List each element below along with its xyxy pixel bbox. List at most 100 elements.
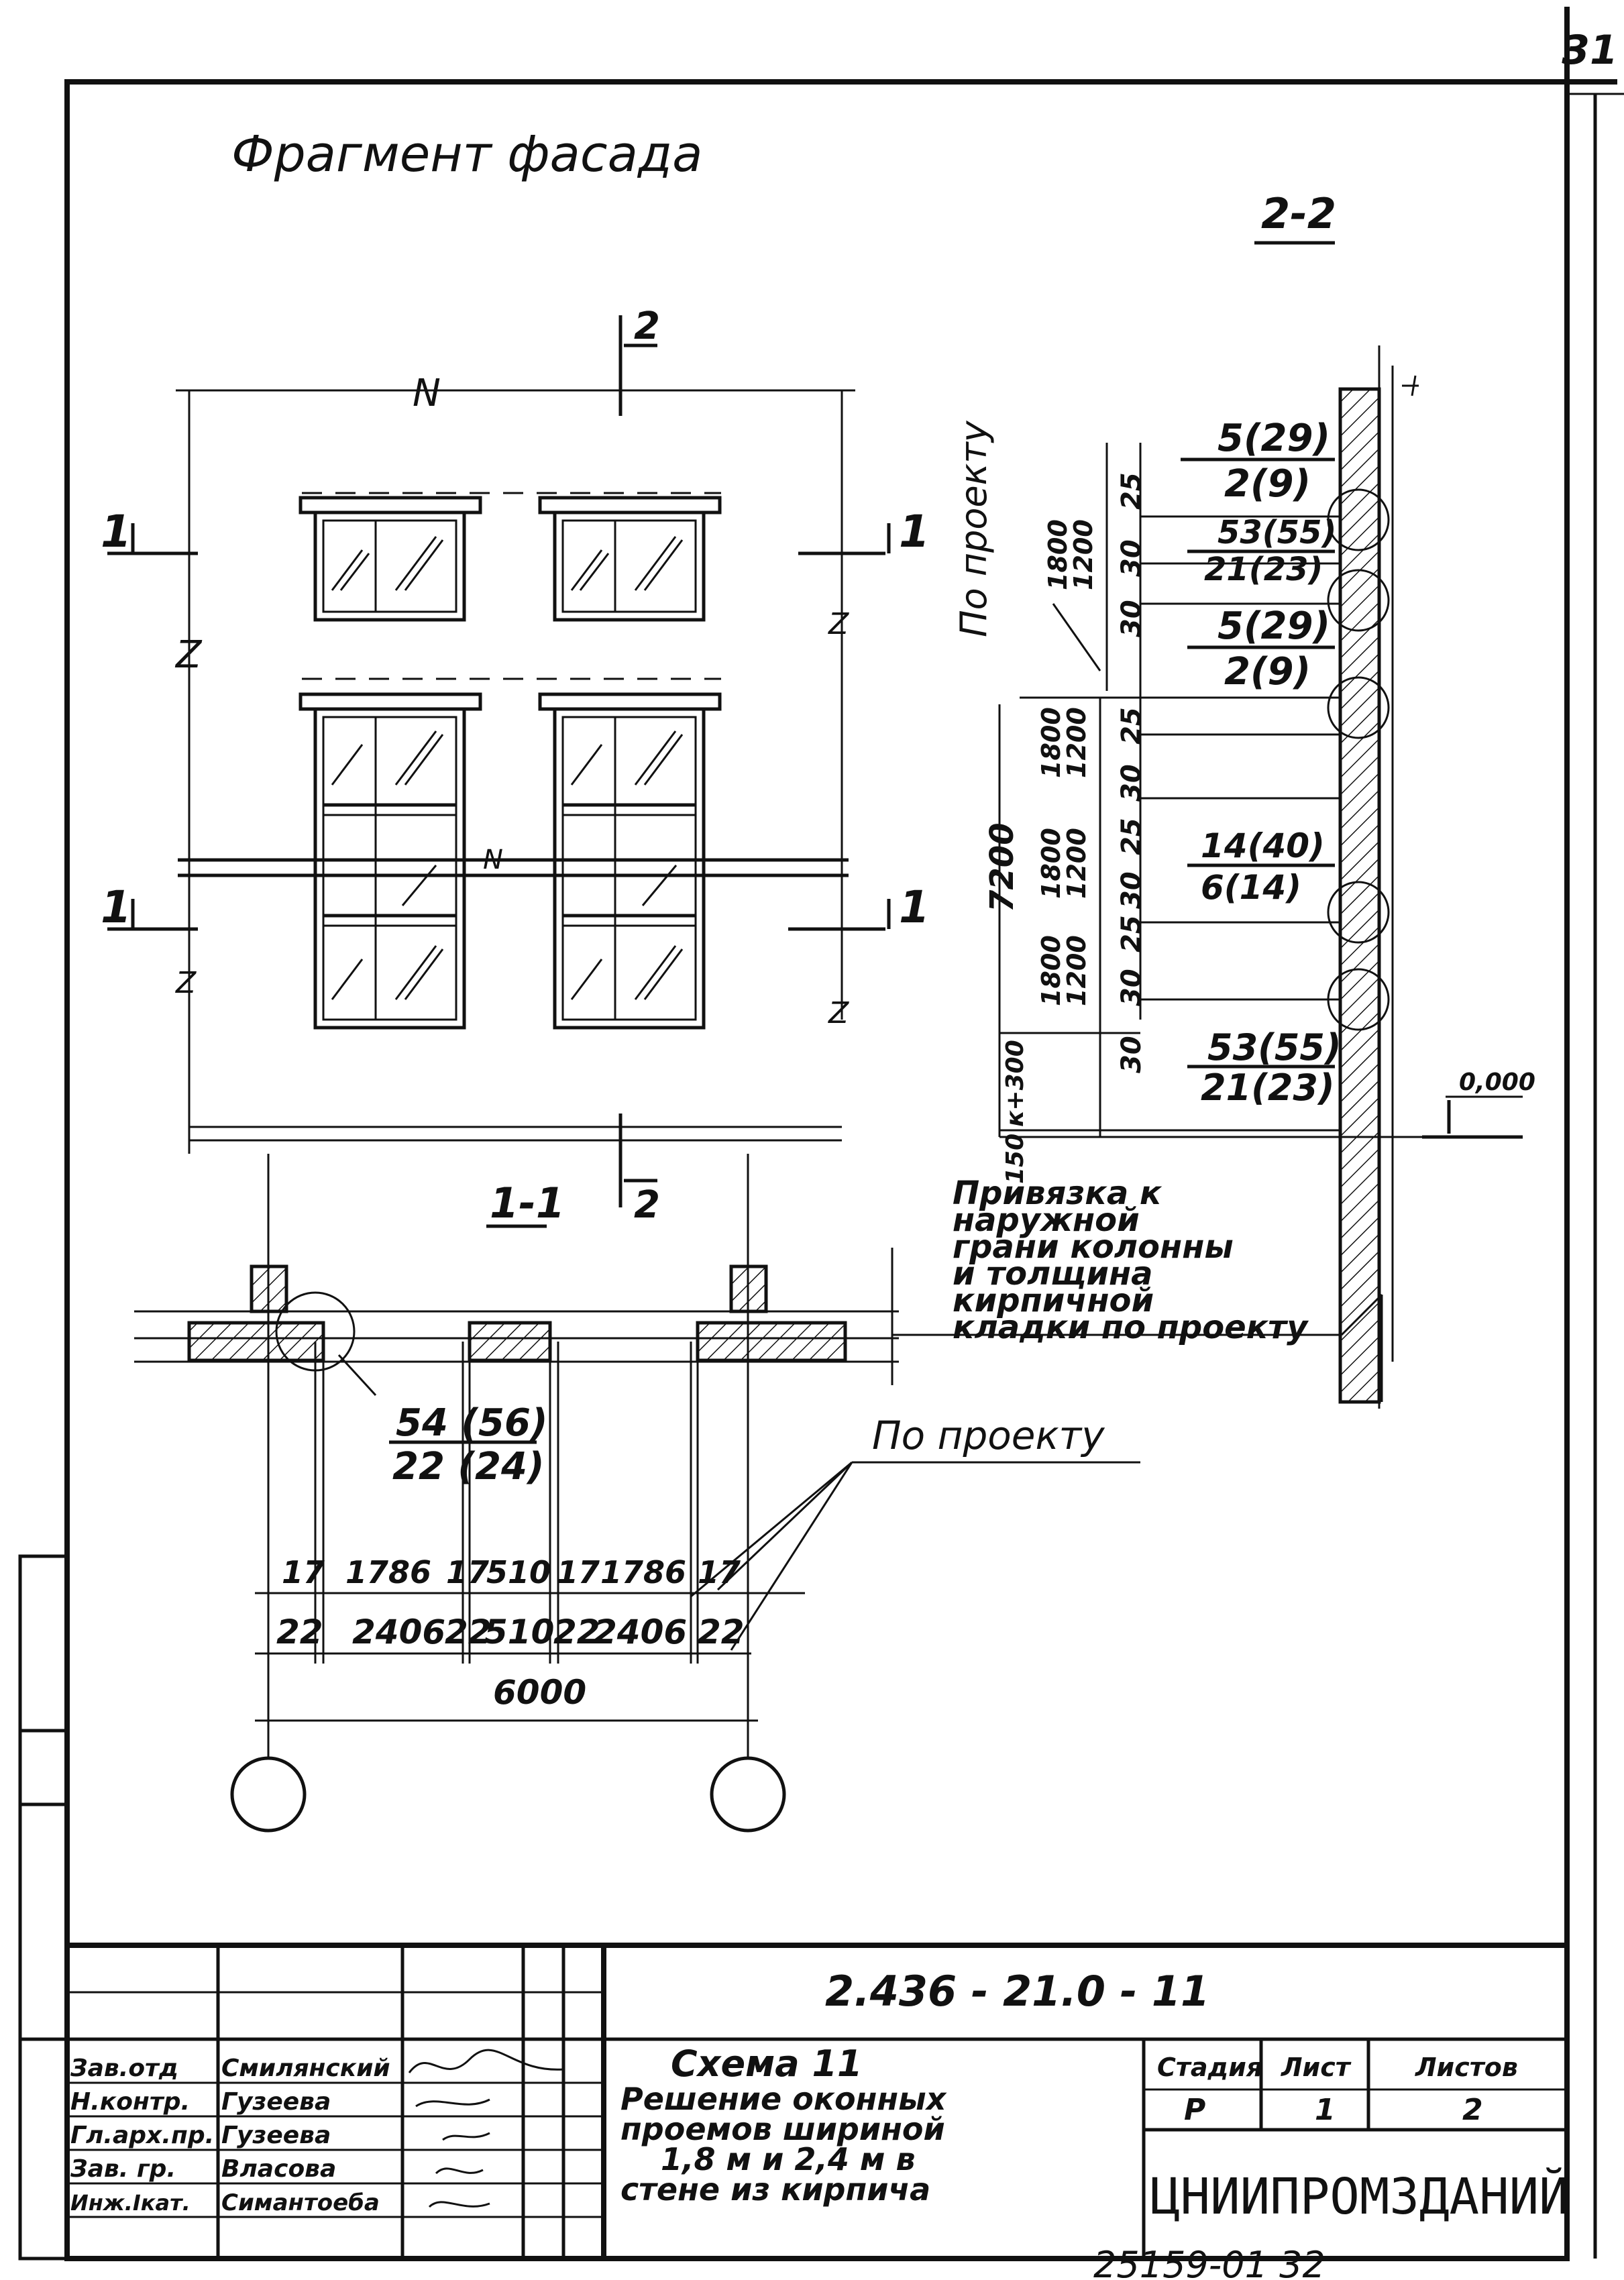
dim-row1-6: 17 bbox=[698, 1554, 741, 1590]
section-by-project-label: По проекту bbox=[953, 420, 995, 637]
level-mark-left-lower: Z bbox=[175, 966, 197, 1000]
note-line-2: наружной bbox=[953, 1201, 1140, 1239]
dim-30-f: 30 bbox=[1116, 1036, 1147, 1073]
node-5-bottom: 21(23) bbox=[1201, 1067, 1335, 1109]
dim-row2-5: 2406 bbox=[594, 1613, 687, 1651]
node-3-top: 5(29) bbox=[1217, 604, 1330, 648]
dim-k300: к+300 bbox=[1002, 1040, 1029, 1127]
note-line-6: кладки по проекту bbox=[953, 1309, 1309, 1346]
note-line-1: Привязка к bbox=[953, 1175, 1162, 1212]
stage-header: Стадия bbox=[1157, 2053, 1262, 2082]
name-3: Власова bbox=[221, 2155, 336, 2183]
page-title: Фрагмент фасада bbox=[231, 125, 702, 183]
dim-25-a: 25 bbox=[1116, 472, 1147, 510]
dim-row1-1: 1786 bbox=[345, 1554, 431, 1590]
section-2-label-bottom: 2 bbox=[634, 1183, 660, 1227]
dim-total: 6000 bbox=[493, 1673, 586, 1712]
section-1-label-left-bottom: 1 bbox=[101, 881, 131, 933]
dim-row1-4: 17 bbox=[557, 1554, 600, 1590]
level-mark-left-upper: Z bbox=[174, 633, 203, 677]
title-block bbox=[67, 1943, 1567, 2259]
name-4: Симантоеба bbox=[221, 2189, 380, 2216]
sheet-header: Лист bbox=[1281, 2053, 1352, 2082]
section-1-label-right-top: 1 bbox=[899, 506, 930, 557]
stage-value: Р bbox=[1184, 2093, 1205, 2127]
signatures bbox=[408, 2049, 564, 2208]
level-mark-right-lower: Z bbox=[828, 996, 849, 1030]
dim-1800-b: 1800 bbox=[1036, 707, 1066, 778]
name-2: Гузеева bbox=[221, 2122, 331, 2149]
dim-row2-1: 2406 bbox=[352, 1613, 445, 1651]
level-mark-right-upper: Z bbox=[828, 607, 849, 641]
node-1-bottom: 2(9) bbox=[1224, 462, 1311, 506]
dim-30-a: 30 bbox=[1116, 539, 1147, 577]
organization: ЦНИИПРОМЗДАНИЙ bbox=[1150, 2167, 1569, 2226]
node-4-top: 14(40) bbox=[1201, 826, 1325, 865]
sheet-number: 31 bbox=[1562, 27, 1618, 74]
facade-elevation bbox=[107, 315, 891, 1207]
binding-note bbox=[892, 1293, 1383, 1402]
node-4-bottom: 6(14) bbox=[1201, 868, 1301, 907]
dim-7200: 7200 bbox=[983, 822, 1021, 912]
dim-1200-c: 1200 bbox=[1062, 828, 1091, 899]
note-line-3: грани колонны bbox=[953, 1228, 1234, 1266]
title-line-2: проемов шириной bbox=[620, 2111, 945, 2147]
note-line-5: кирпичной bbox=[953, 1282, 1154, 1319]
dim-30-c: 30 bbox=[1116, 764, 1147, 802]
section-2-2-title: 2-2 bbox=[1261, 189, 1336, 238]
dim-30-d: 30 bbox=[1116, 871, 1147, 909]
dim-30-e: 30 bbox=[1116, 969, 1147, 1006]
dim-row2-0: 22 bbox=[276, 1613, 323, 1651]
dim-1800-c: 1800 bbox=[1036, 828, 1066, 899]
role-2: Гл.арх.пр. bbox=[70, 2122, 214, 2149]
dim-row2-3: 510 bbox=[484, 1613, 554, 1651]
level-mark-0000: 0,000 bbox=[1459, 1069, 1535, 1096]
dim-25-b: 25 bbox=[1116, 818, 1147, 855]
role-3: Зав. гр. bbox=[70, 2155, 176, 2183]
dim-1800-a: 1800 bbox=[1043, 519, 1073, 590]
node-3-bottom: 2(9) bbox=[1224, 650, 1311, 694]
dim-row2-2: 22 bbox=[445, 1613, 492, 1651]
dim-row1-0: 17 bbox=[282, 1554, 325, 1590]
role-4: Инж.Ікат. bbox=[70, 2190, 191, 2216]
dim-30-b: 30 bbox=[1116, 600, 1147, 637]
plan-node-bottom: 22 (24) bbox=[392, 1445, 545, 1488]
axis-mark-center: N bbox=[483, 845, 503, 875]
role-1: Н.контр. bbox=[70, 2088, 190, 2116]
dim-row1-5: 1786 bbox=[600, 1554, 686, 1590]
plan-1-1 bbox=[134, 1154, 1140, 1833]
role-0: Зав.отд bbox=[70, 2055, 178, 2082]
plan-node-top: 54 (56) bbox=[396, 1401, 548, 1445]
footer-number: 25159-01 32 bbox=[1093, 2244, 1325, 2280]
name-0: Смилянский bbox=[221, 2055, 390, 2082]
section-1-label-right-bottom: 1 bbox=[899, 881, 930, 933]
sheets-value: 2 bbox=[1462, 2093, 1483, 2127]
section-2-2-drawing bbox=[998, 345, 1523, 1409]
plan-section-title: 1-1 bbox=[490, 1179, 565, 1228]
section-1-label-left-top: 1 bbox=[101, 506, 131, 557]
title-line-0: Схема 11 bbox=[671, 2043, 863, 2085]
sheet-frame bbox=[18, 7, 1624, 2261]
node-5-top: 53(55) bbox=[1207, 1026, 1342, 1069]
name-1: Гузеева bbox=[221, 2088, 331, 2116]
dim-25-c: 25 bbox=[1116, 915, 1147, 953]
node-2-bottom: 21(23) bbox=[1204, 551, 1323, 588]
axis-mark-top: N bbox=[413, 372, 441, 415]
dim-150: 150 bbox=[1002, 1134, 1029, 1184]
dim-row2-6: 22 bbox=[698, 1613, 745, 1651]
dim-30-25-a: 25 bbox=[1116, 707, 1147, 745]
title-line-4: стене из кирпича bbox=[620, 2171, 930, 2208]
node-2-top: 53(55) bbox=[1217, 514, 1336, 551]
dim-row1-2: 17 bbox=[446, 1554, 489, 1590]
document-code: 2.436 - 21.0 - 11 bbox=[825, 1967, 1209, 2016]
dim-row2-4: 22 bbox=[553, 1613, 600, 1651]
sheets-header: Листов bbox=[1415, 2053, 1518, 2082]
section-2-label-top: 2 bbox=[634, 305, 660, 348]
title-line-3: 1,8 м и 2,4 м в bbox=[661, 2141, 916, 2177]
sheet-value: 1 bbox=[1315, 2093, 1336, 2127]
dim-1200-b: 1200 bbox=[1062, 707, 1091, 778]
dim-row1-3: 510 bbox=[486, 1554, 551, 1590]
dim-1200-a: 1200 bbox=[1069, 519, 1098, 590]
title-line-1: Решение оконных bbox=[620, 2081, 947, 2117]
